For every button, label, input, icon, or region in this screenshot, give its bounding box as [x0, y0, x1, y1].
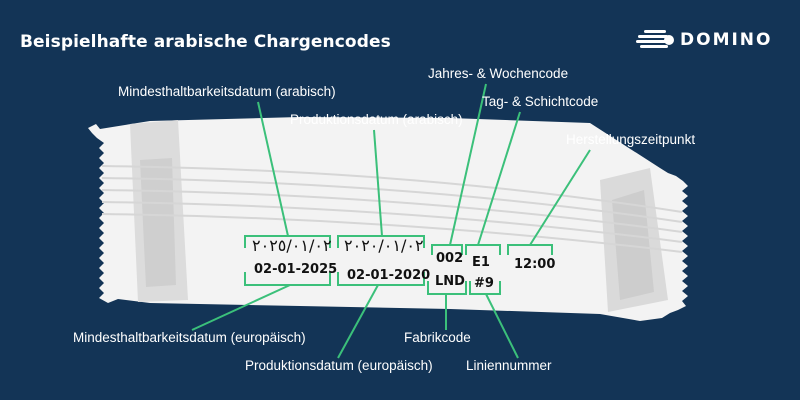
leader-mhd-arabic — [257, 101, 289, 237]
bracket-day-shift — [465, 244, 501, 255]
left-crimp-shade-dark — [140, 158, 176, 287]
label-mhd-european: Mindesthaltbarkeitsdatum (europäisch) — [73, 330, 306, 345]
bracket-prod-european — [337, 272, 425, 286]
logo-text: DOMINO — [680, 30, 773, 50]
label-mhd-arabic: Mindesthaltbarkeitsdatum (arabisch) — [118, 84, 336, 99]
code-year-week: 002 — [436, 251, 464, 266]
code-factory: LND — [435, 274, 465, 289]
label-year-week: Jahres- & Wochencode — [428, 66, 569, 81]
leader-prod-european — [337, 284, 379, 359]
code-prod-european: 02-01-2020 — [347, 268, 431, 283]
code-day-shift: E1 — [472, 255, 490, 270]
label-prod-arabic: Produktionsdatum (arabisch) — [290, 112, 463, 127]
domino-logo: DOMINO — [636, 29, 772, 51]
label-factory: Fabrikcode — [404, 330, 471, 345]
bracket-mhd-european — [244, 272, 331, 286]
bracket-year-week — [431, 244, 463, 255]
leader-time — [529, 149, 591, 246]
label-day-shift: Tag- & Schichtcode — [482, 94, 599, 109]
label-time: Herstellungszeitpunkt — [566, 132, 696, 147]
page-title: Beispielhafte arabische Chargencodes — [20, 32, 391, 52]
leader-lines — [191, 83, 591, 359]
domino-logo-icon — [636, 30, 674, 48]
leader-mhd-european — [191, 284, 291, 331]
code-mhd-european: 02-01-2025 — [254, 262, 338, 277]
fold-stripes — [101, 165, 683, 253]
leader-line — [485, 293, 519, 359]
wrapper-body — [88, 117, 688, 321]
label-line: Liniennummer — [466, 358, 552, 373]
leader-prod-arabic — [373, 129, 383, 237]
leader-year-week — [449, 83, 487, 246]
code-time: 12:00 — [514, 257, 556, 272]
code-mhd-arabic: ٢٠٢٥/٠١/٠٢ — [252, 236, 332, 255]
label-prod-european: Produktionsdatum (europäisch) — [245, 358, 433, 373]
code-line: #9 — [474, 276, 494, 291]
code-prod-arabic: ٢٠٢٠/٠١/٠٢ — [344, 236, 424, 255]
leader-day-shift — [477, 111, 521, 246]
bracket-line — [469, 281, 501, 295]
